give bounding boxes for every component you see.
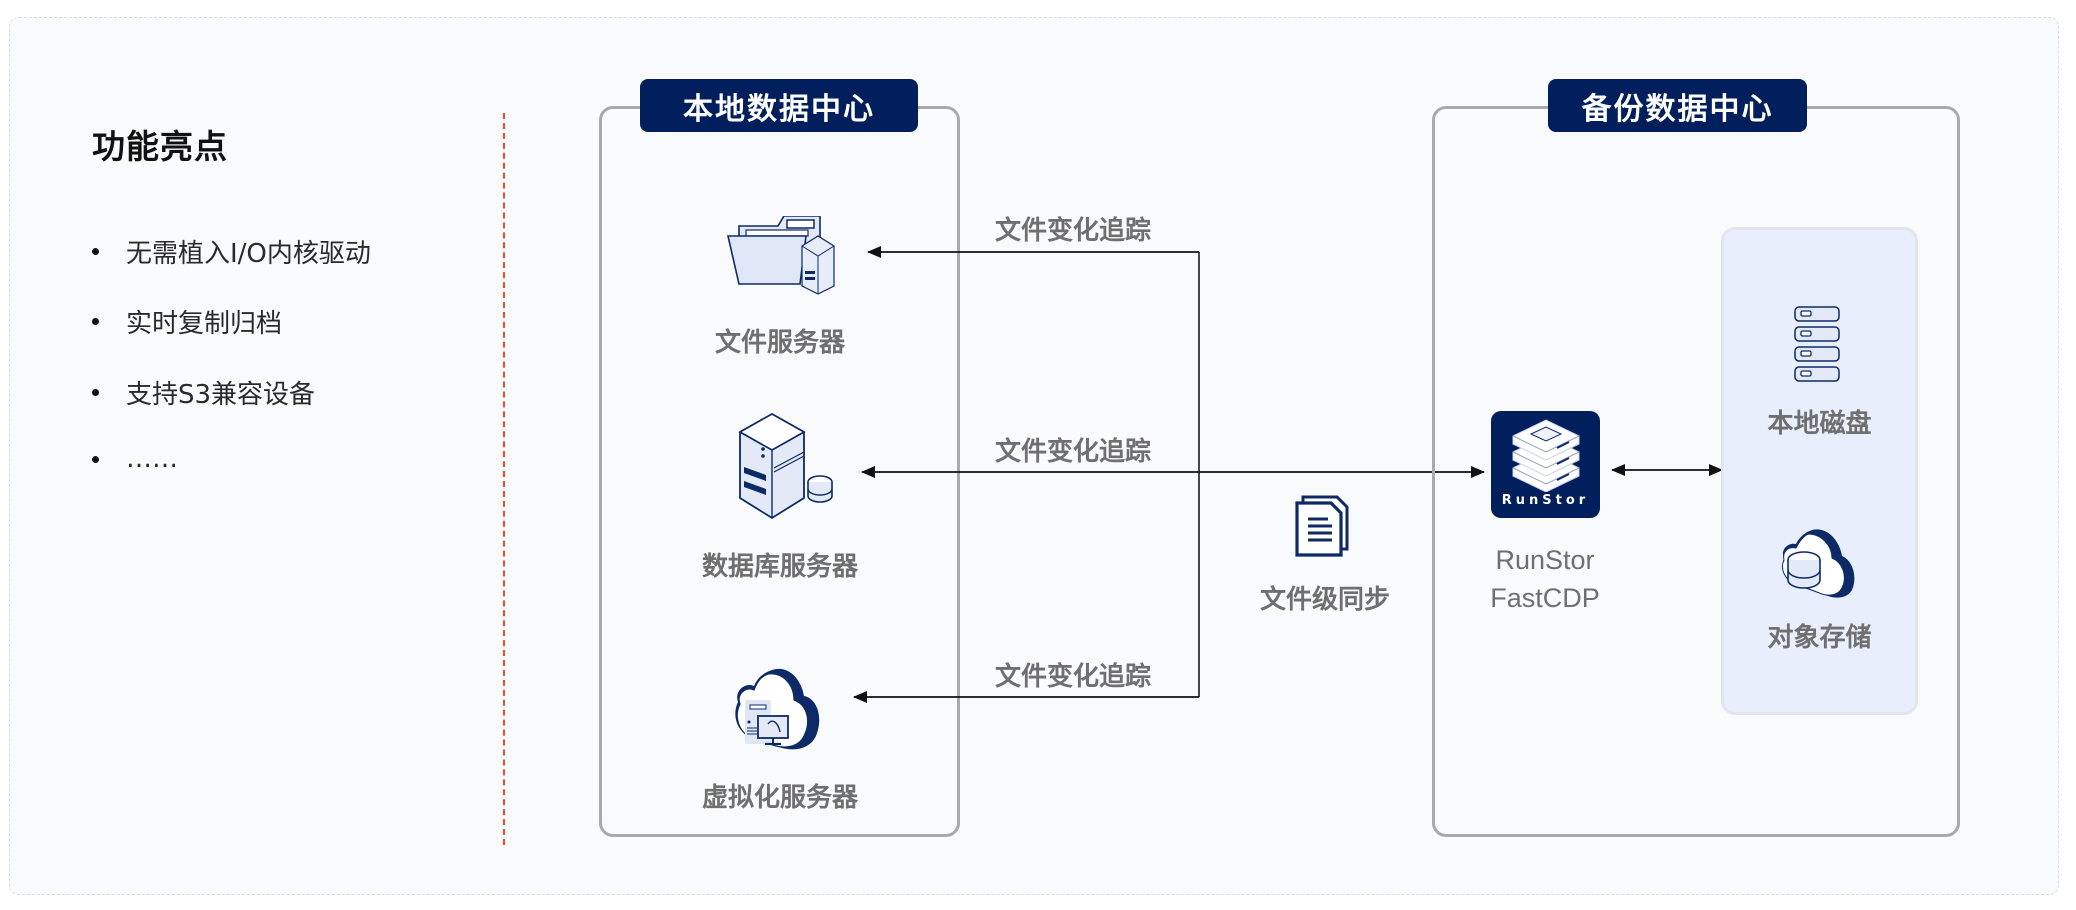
- feature-text: 支持S3兼容设备: [126, 380, 316, 410]
- virtualization-server-label: 虚拟化服务器: [701, 783, 858, 813]
- file-sync-label: 文件级同步: [1259, 585, 1390, 615]
- feature-item: ……: [92, 444, 178, 474]
- local-datacenter-title: 本地数据中心: [640, 79, 918, 132]
- feature-text: ……: [126, 444, 178, 474]
- database-server-label: 数据库服务器: [701, 552, 858, 582]
- object-storage-label: 对象存储: [1767, 623, 1872, 653]
- file-server-icon: [726, 216, 835, 295]
- database-server-icon: [738, 412, 833, 520]
- feature-item: 支持S3兼容设备: [92, 374, 315, 411]
- local-disk-label: 本地磁盘: [1767, 409, 1872, 439]
- bullet-icon: [92, 248, 99, 255]
- bullet-icon: [92, 318, 99, 325]
- edge-label-vm-tracking: 文件变化追踪: [995, 662, 1152, 692]
- cloud-storage-icon: [1782, 529, 1855, 598]
- section-divider: [503, 113, 505, 845]
- file-server-label: 文件服务器: [714, 328, 845, 358]
- backup-datacenter-title: 备份数据中心: [1548, 79, 1807, 132]
- virtualization-server-icon: [735, 668, 820, 750]
- feature-item: 实时复制归档: [92, 303, 282, 340]
- product-name-line2: FastCDP: [1490, 583, 1600, 613]
- bullet-icon: [92, 389, 99, 396]
- bullet-icon: [92, 455, 99, 463]
- edge-label-file-tracking: 文件变化追踪: [995, 216, 1152, 246]
- diagram-canvas: [9, 17, 2059, 895]
- runstor-logo: RunStor: [1491, 411, 1600, 518]
- feature-text: 无需植入I/O内核驱动: [126, 239, 371, 269]
- server-stack-icon: [1512, 419, 1580, 492]
- edge-label-db-tracking: 文件变化追踪: [995, 437, 1152, 467]
- runstor-logo-text: RunStor: [1501, 493, 1590, 508]
- product-name: RunStor FastCDP: [1465, 541, 1625, 617]
- disk-stack-icon: [1794, 306, 1840, 382]
- feature-text: 实时复制归档: [126, 309, 283, 339]
- product-name-line1: RunStor: [1495, 545, 1595, 575]
- feature-item: 无需植入I/O内核驱动: [92, 233, 371, 270]
- documents-icon: [1295, 495, 1349, 557]
- features-title: 功能亮点: [92, 127, 228, 166]
